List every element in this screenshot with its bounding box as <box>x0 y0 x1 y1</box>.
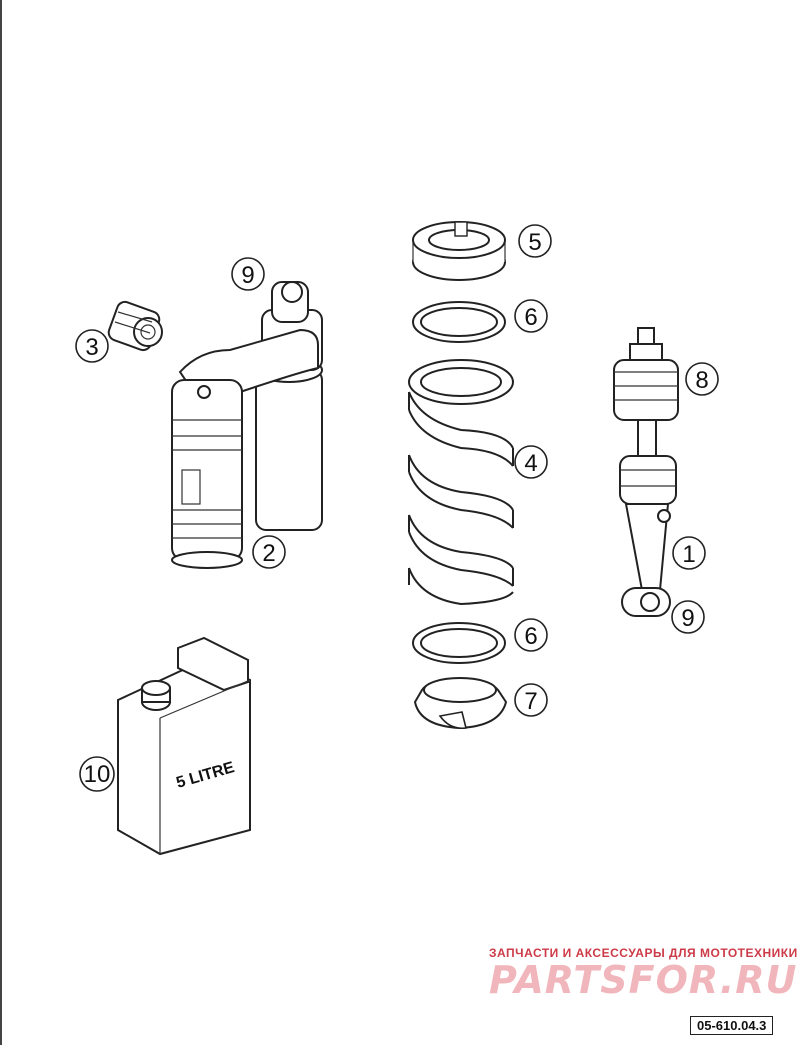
callout-5-number: 5 <box>528 229 541 256</box>
callout-6-lower-number: 6 <box>524 623 537 650</box>
reservoir-shock-part <box>171 281 323 569</box>
callout-9-lower: 9 <box>671 600 705 634</box>
spring-collar-nut-part <box>412 221 506 281</box>
callout-3: 3 <box>75 329 109 363</box>
washer-upper-part <box>412 301 506 343</box>
callout-8-number: 8 <box>695 367 708 394</box>
spring-retainer-part <box>413 677 508 730</box>
callout-4-number: 4 <box>524 450 537 477</box>
callout-7: 7 <box>514 683 548 717</box>
callout-7-number: 7 <box>524 688 537 715</box>
damper-rod-assembly-part <box>613 327 679 617</box>
adjuster-cap-part <box>107 300 163 352</box>
callout-6-upper: 6 <box>514 299 548 333</box>
callout-6-lower: 6 <box>514 618 548 652</box>
callout-9-upper: 9 <box>231 257 265 291</box>
callout-4: 4 <box>514 445 548 479</box>
callout-2-number: 2 <box>262 540 275 567</box>
callout-10: 10 <box>79 756 115 792</box>
diagram-reference-code: 05-610.04.3 <box>690 1016 774 1035</box>
callout-9-upper-number: 9 <box>241 262 254 289</box>
watermark-logo: PARTSFOR.RU <box>489 958 798 1002</box>
callout-6-upper-number: 6 <box>524 304 537 331</box>
callout-2: 2 <box>252 535 286 569</box>
callout-3-number: 3 <box>85 334 98 361</box>
coil-spring-part <box>408 359 514 606</box>
callout-5: 5 <box>518 224 552 258</box>
callout-1-number: 1 <box>682 541 695 568</box>
left-border <box>0 0 2 1045</box>
oil-container-part: 5 LITRE <box>117 636 251 856</box>
callout-10-number: 10 <box>84 761 111 788</box>
callout-1: 1 <box>672 536 706 570</box>
callout-8: 8 <box>685 362 719 396</box>
watermark-tagline: ЗАПЧАСТИ И АКСЕССУАРЫ ДЛЯ МОТОТЕХНИКИ <box>489 946 798 960</box>
washer-lower-part <box>412 622 506 664</box>
callout-9-lower-number: 9 <box>681 605 694 632</box>
